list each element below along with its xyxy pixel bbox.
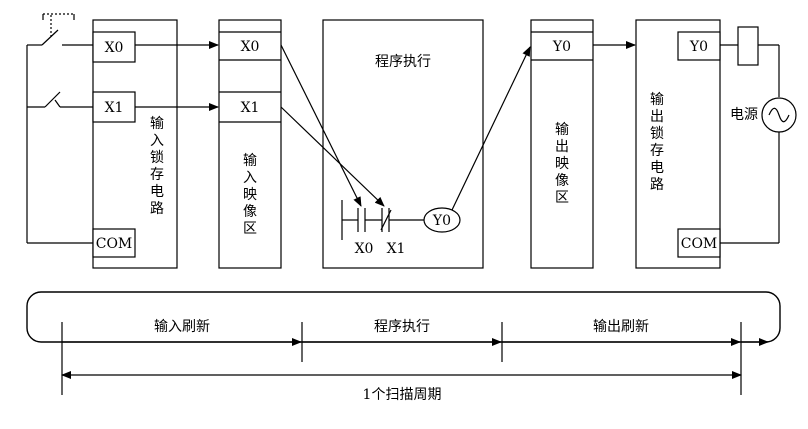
input-wiring: [26, 13, 93, 244]
power-label: 电源: [730, 107, 758, 123]
input-image-block: X0 X1 输入映像区: [218, 19, 282, 269]
input-image-x1-label: X1: [241, 100, 260, 116]
output-latch-frame: [635, 19, 721, 269]
output-wiring: [720, 26, 797, 244]
output-latch-com-cell: [677, 228, 721, 258]
output-latch-com-label: COM: [681, 236, 718, 252]
scan-timeline: 输入刷新 程序执行 输出刷新 1个扫描周期: [26, 291, 781, 403]
output-image-y0-label: Y0: [552, 39, 571, 55]
input-image-x0-label: X0: [241, 39, 260, 55]
load-icon: [737, 26, 759, 66]
program-title: 程序执行: [375, 54, 431, 70]
output-image-block: Y0 输出映像区: [530, 19, 594, 269]
coil-y0-label: Y0: [432, 213, 451, 229]
output-image-frame: [530, 19, 594, 269]
input-latch-x0-label: X0: [105, 40, 124, 56]
input-latch-title: 输入锁存电路: [150, 116, 164, 217]
input-image-title: 输入映像区: [243, 153, 257, 237]
input-latch-com-label: COM: [96, 236, 133, 252]
output-latch-y0-label: Y0: [689, 39, 708, 55]
output-latch-block: Y0 COM 输出锁存电路: [635, 19, 721, 269]
timeline-cycle-label: 1个扫描周期: [363, 387, 442, 403]
contact-x1-label: X1: [387, 241, 406, 257]
input-latch-block: X0 X1 COM 输入锁存电路: [92, 19, 178, 269]
program-block: 程序执行 X0 X1 Y0: [322, 19, 484, 269]
coil-y0-shape: [423, 207, 461, 233]
arrow-coil-to-output-image: [451, 46, 531, 211]
input-latch-x1-label: X1: [105, 100, 124, 116]
input-latch-x0-cell: [92, 31, 136, 63]
input-image-frame: [218, 19, 282, 269]
output-image-title: 输出映像区: [555, 122, 569, 206]
output-latch-y0-cell: [677, 31, 721, 61]
arrow-x1-to-contact: [280, 106, 385, 207]
timeline-output-refresh: 输出刷新: [593, 319, 649, 335]
input-latch-com-cell: [92, 228, 136, 258]
timeline-input-refresh: 输入刷新: [154, 319, 210, 335]
output-latch-title: 输出锁存电路: [650, 92, 664, 193]
contact-x0-label: X0: [355, 241, 374, 257]
arrow-x0-to-contact: [280, 44, 362, 207]
timeline-program-exec: 程序执行: [374, 319, 430, 335]
